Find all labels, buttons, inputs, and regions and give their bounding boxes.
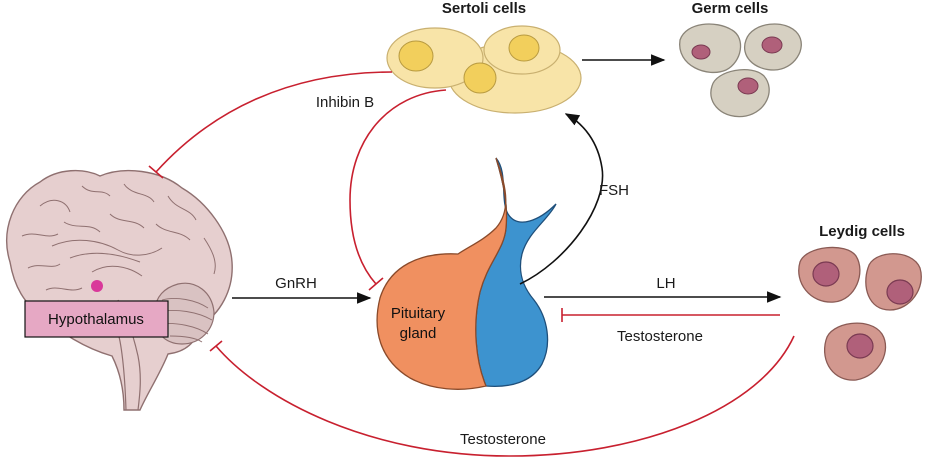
inhibitory-lines bbox=[148, 71, 795, 457]
inhibin-b-label: Inhibin B bbox=[316, 94, 374, 111]
germ-cells-label: Germ cells bbox=[692, 0, 769, 17]
inhibin-to-pituitary-line bbox=[349, 89, 447, 285]
sertoli-cells-label: Sertoli cells bbox=[442, 0, 526, 17]
pituitary-label-line2: gland bbox=[400, 325, 437, 342]
testosterone-to-hypothalamus-line bbox=[215, 335, 795, 457]
fsh-arrow bbox=[519, 113, 604, 285]
gnrh-label: GnRH bbox=[275, 275, 317, 292]
stimulatory-arrows bbox=[232, 54, 782, 304]
brain-illustration bbox=[6, 169, 233, 411]
fsh-label: FSH bbox=[599, 182, 629, 199]
leydig-cells-label: Leydig cells bbox=[819, 223, 905, 240]
pituitary-gland: Pituitary gland bbox=[376, 157, 557, 390]
leydig-cells bbox=[798, 246, 922, 381]
pituitary-label-line1: Pituitary bbox=[391, 305, 446, 322]
hypothalamus-box: Hypothalamus bbox=[24, 300, 169, 338]
testosterone-bottom-label: Testosterone bbox=[460, 431, 546, 448]
testosterone-pituitary-label: Testosterone bbox=[617, 328, 703, 345]
lh-label: LH bbox=[656, 275, 675, 292]
hypothalamus-label: Hypothalamus bbox=[48, 311, 144, 328]
inhibin-to-hypothalamus-line bbox=[155, 71, 393, 173]
germ-cells bbox=[679, 23, 802, 118]
sertoli-cells bbox=[386, 25, 582, 114]
